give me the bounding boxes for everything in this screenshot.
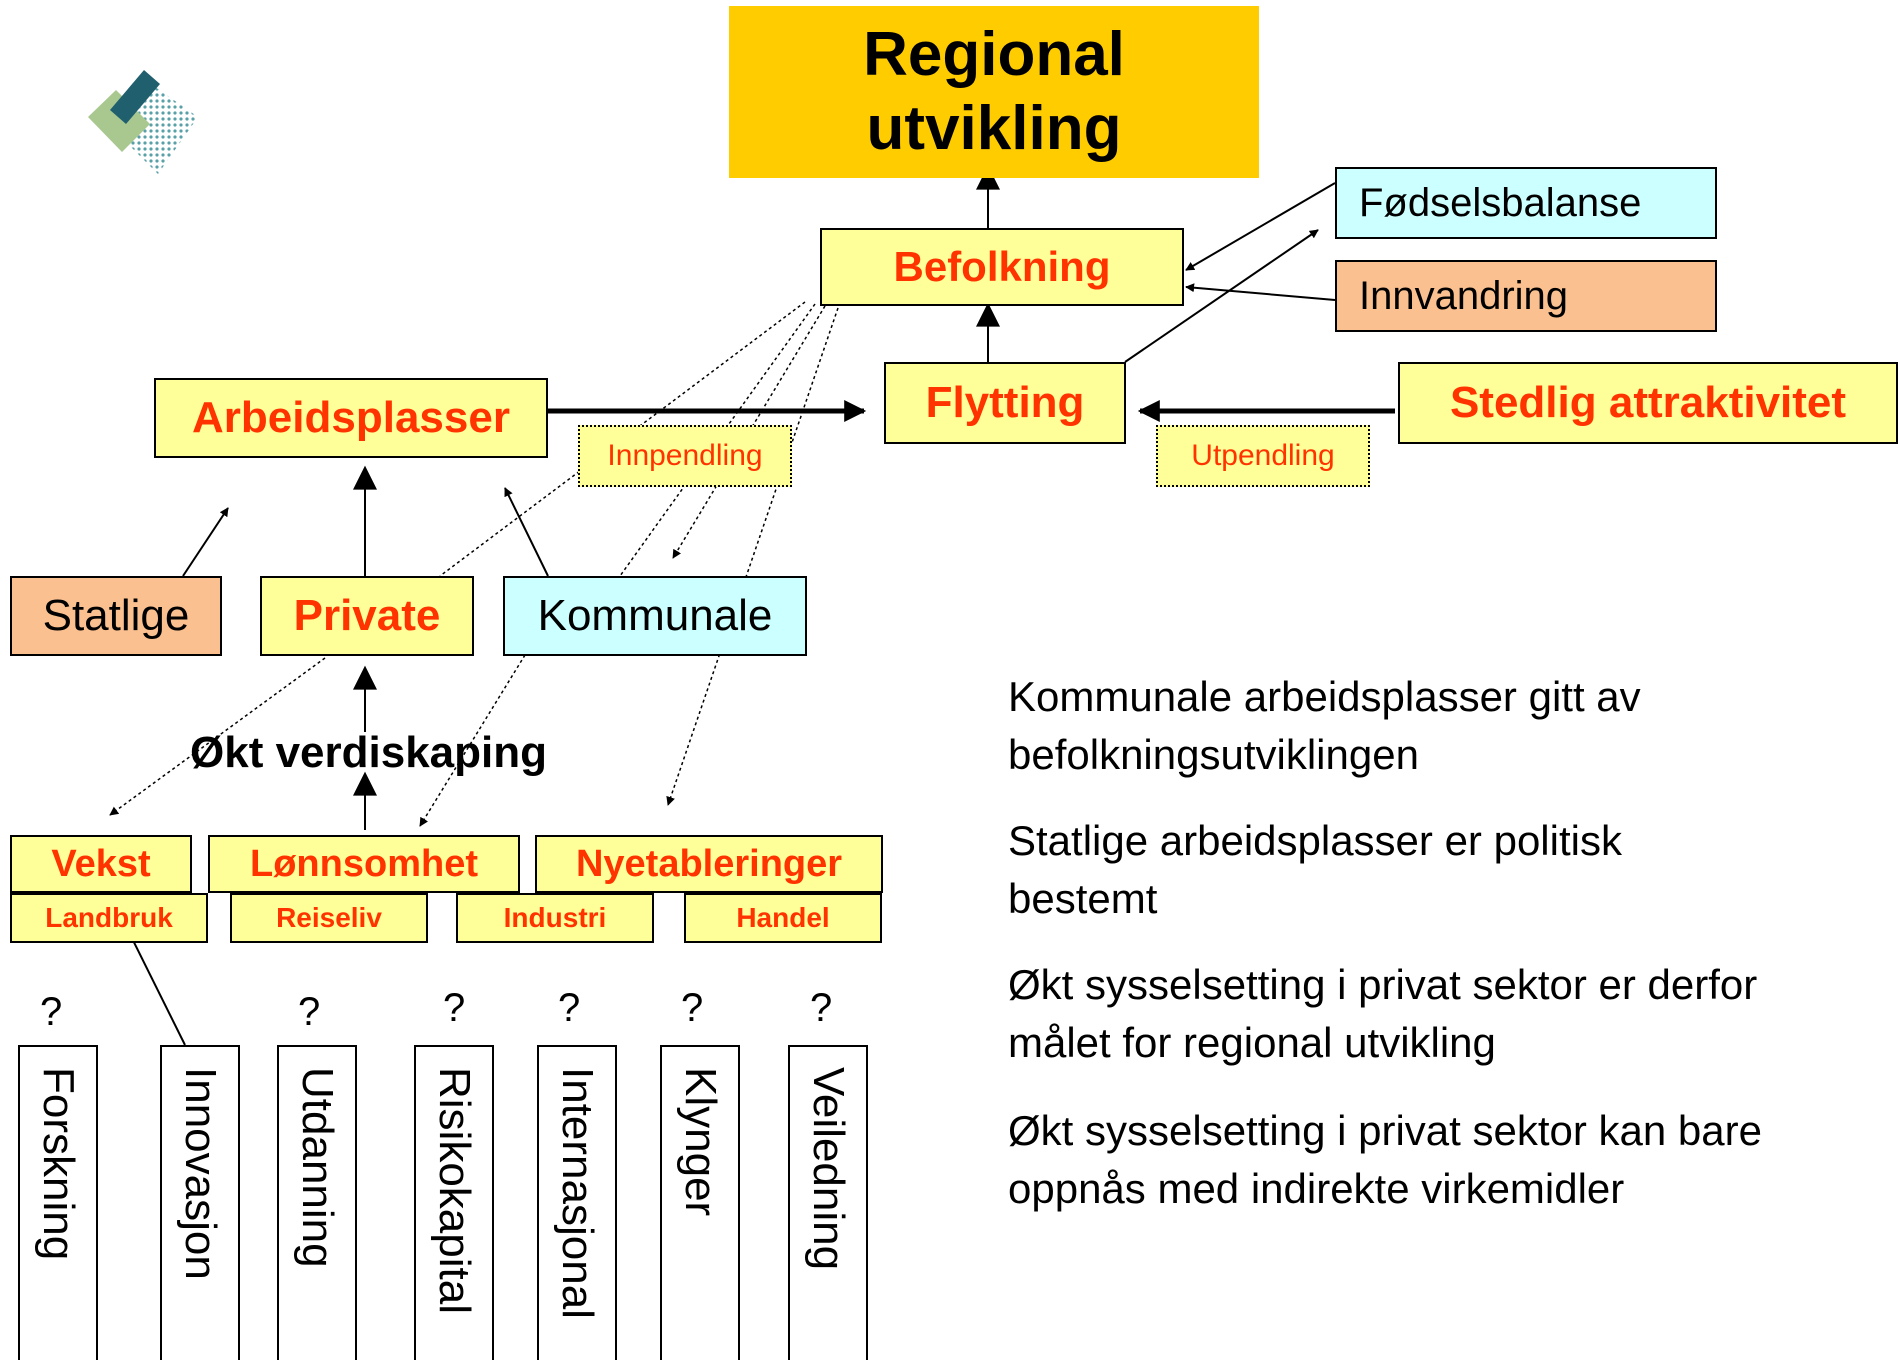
- question-mark: ?: [443, 986, 466, 1030]
- vekst-box: Vekst: [10, 835, 192, 893]
- reiseliv-box: Reiseliv: [230, 893, 428, 943]
- flytting-label: Flytting: [925, 378, 1085, 427]
- okt-verdiskaping-label: Økt verdiskaping: [190, 728, 548, 777]
- private-label: Private: [293, 591, 441, 640]
- pillar-label: Utdanning: [293, 1067, 342, 1268]
- pillar-label: Klynger: [676, 1067, 725, 1217]
- utpendling-label: Utpendling: [1191, 439, 1335, 472]
- fodselsbalanse-label: Fødselsbalanse: [1359, 180, 1642, 225]
- industri-box: Industri: [456, 893, 654, 943]
- question-mark: ?: [558, 986, 581, 1030]
- statlige-label: Statlige: [42, 591, 190, 640]
- reiseliv-label: Reiseliv: [276, 902, 382, 933]
- handel-box: Handel: [684, 893, 882, 943]
- arbeidsplasser-label: Arbeidsplasser: [192, 393, 510, 442]
- question-mark: ?: [681, 986, 704, 1030]
- regional-utvikling-box: Regional utvikling: [729, 6, 1259, 178]
- statement-4: Økt sysselsetting i privat sektor kan ba…: [1008, 1107, 1762, 1212]
- statement-2: Statlige arbeidsplasser er politisk best…: [1008, 817, 1622, 922]
- innpendling-label: Innpendling: [607, 439, 763, 472]
- kommunale-label: Kommunale: [537, 591, 773, 640]
- private-box: Private: [260, 576, 474, 656]
- pillar-forskning: Forskning: [18, 1045, 98, 1360]
- pillar-veiledning: Veiledning: [788, 1045, 868, 1360]
- stedlig-attraktivitet-label: Stedlig attraktivitet: [1449, 378, 1847, 427]
- question-mark: ?: [810, 986, 833, 1030]
- nyetableringer-label: Nyetableringer: [575, 842, 843, 885]
- stedlig-attraktivitet-box: Stedlig attraktivitet: [1398, 362, 1898, 444]
- kommunale-box: Kommunale: [503, 576, 807, 656]
- lonnsomhet-box: Lønnsomhet: [208, 835, 520, 893]
- statement-3: Økt sysselsetting i privat sektor er der…: [1008, 961, 1758, 1066]
- pillar-label: Forskning: [34, 1067, 83, 1261]
- question-mark: ?: [298, 990, 321, 1034]
- utpendling-box: Utpendling: [1156, 425, 1370, 487]
- pillar-internasjonal: Internasjonal: [537, 1045, 617, 1360]
- logo-icon: [88, 70, 198, 174]
- handel-label: Handel: [736, 902, 830, 933]
- statlige-box: Statlige: [10, 576, 222, 656]
- fodselsbalanse-box: Fødselsbalanse: [1335, 167, 1717, 239]
- regional-utvikling-label: Regional utvikling: [863, 20, 1125, 163]
- nyetableringer-box: Nyetableringer: [535, 835, 883, 893]
- pillar-risikokapital: Risikokapital: [414, 1045, 494, 1360]
- pillar-innovasjon: Innovasjon: [160, 1045, 240, 1360]
- flytting-box: Flytting: [884, 362, 1126, 444]
- pillar-label: Innovasjon: [176, 1067, 225, 1280]
- innpendling-box: Innpendling: [578, 425, 792, 487]
- lonnsomhet-label: Lønnsomhet: [250, 842, 478, 885]
- statement-1: Kommunale arbeidsplasser gitt av befolkn…: [1008, 673, 1641, 778]
- landbruk-box: Landbruk: [10, 893, 208, 943]
- pillar-label: Risikokapital: [430, 1067, 479, 1314]
- pillar-label: Veiledning: [804, 1067, 853, 1271]
- pillar-klynger: Klynger: [660, 1045, 740, 1360]
- befolkning-label: Befolkning: [893, 243, 1111, 290]
- pillar-utdanning: Utdanning: [277, 1045, 357, 1360]
- landbruk-label: Landbruk: [45, 902, 173, 933]
- pillar-label: Internasjonal: [553, 1067, 602, 1319]
- innvandring-box: Innvandring: [1335, 260, 1717, 332]
- arbeidsplasser-box: Arbeidsplasser: [154, 378, 548, 458]
- question-mark: ?: [40, 990, 63, 1034]
- vekst-label: Vekst: [51, 842, 151, 885]
- befolkning-box: Befolkning: [820, 228, 1184, 306]
- industri-label: Industri: [503, 902, 607, 933]
- innvandring-label: Innvandring: [1359, 273, 1569, 318]
